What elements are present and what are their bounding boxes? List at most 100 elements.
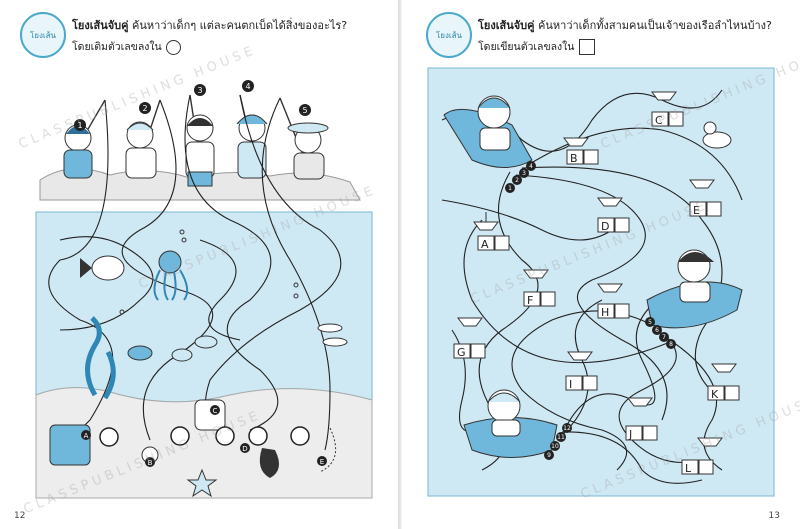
boat-maze-illustration: A B C D E F G H I J K L 1 2 3 4 5 6 7 8 [427,67,775,497]
paper-boat-f: F [523,269,556,307]
rope-number-labels: 1 2 3 4 5 6 7 8 9 10 11 12 [508,163,673,459]
treasure-chest [49,424,91,466]
boat-kid-top [443,95,533,168]
striped-fish [80,255,125,281]
title-bold: โยงเส้นจับคู่ [72,19,129,32]
rope-number-11: 11 [557,434,565,441]
answer-box-icon [578,39,595,55]
sea-creatures [80,250,348,400]
treasure-letter-labels: A B C D E [84,407,325,467]
treasure-letter-d: D [242,445,247,453]
answer-circle-icon [165,39,181,55]
book-gutter [398,0,402,529]
boat-kid-middle [646,249,743,329]
boat-letter-a: A [481,238,489,251]
rope-number-3: 3 [522,170,526,177]
rope-number-4: 4 [529,163,533,170]
fisher-number-1: 1 [77,121,82,130]
kid-4 [236,114,268,179]
left-page: โยงเส้น โยงเส้นจับคู่ ค้นหาว่าเด็กๆ แต่ล… [0,0,398,529]
title-bold: โยงเส้นจับคู่ [478,19,535,32]
rope-number-9: 9 [547,452,551,459]
fish-group [127,323,348,362]
rope-number-7: 7 [662,334,666,341]
treasure-letter-b: B [148,459,153,467]
rope-number-6: 6 [655,327,659,334]
boat-letter-g: G [457,346,466,359]
seabed-items [49,399,337,498]
instruction-text: โดยเขียนตัวเลขลงใน [478,41,575,53]
activity-badge: โยงเส้น [426,12,472,58]
boat-letter-l: L [685,462,692,475]
boat-letter-f: F [527,294,533,307]
fishing-kids [63,114,329,187]
kid-5 [287,122,329,180]
bubbles [119,229,299,315]
paper-boat-e: E [689,179,722,217]
treasure-letter-e: E [320,458,324,466]
title-question: ค้นหาว่าเด็กๆ แต่ละคนตกเบ็ดได้สิ่งของอะไ… [132,19,348,32]
instruction: โดยเติมตัวเลขลงใน [72,38,181,55]
paper-boat-k: K [707,363,740,401]
boot [259,448,279,478]
treasure-letter-a: A [84,432,89,440]
seaweed [85,316,116,400]
instruction: โดยเขียนตัวเลขลงใน [478,38,595,55]
boat-letter-e: E [693,204,700,217]
page-title: โยงเส้นจับคู่ ค้นหาว่าเด็กๆ แต่ละคนตกเบ็… [72,16,347,34]
kid-1 [63,124,93,179]
title-question: ค้นหาว่าเด็กทั้งสามคนเป็นเจ้าของเรือลำไห… [538,19,772,32]
boat-letter-b: B [570,152,578,165]
octopus [153,250,189,301]
kid-2 [125,121,157,179]
activity-badge: โยงเส้น [20,12,66,58]
page-number: 12 [14,511,26,521]
maze-lines [441,89,743,484]
paper-boat-b: B [563,137,599,165]
rope-number-2: 2 [515,177,519,184]
maze-lines [48,94,342,451]
paper-boats: A B C D E F G H I J K L [453,91,740,475]
boat-letter-c: C [655,114,663,127]
paper-boat-d: D [597,197,630,233]
necklace [319,427,337,473]
badge-label: โยงเส้น [436,30,462,40]
fisher-number-3: 3 [197,86,202,95]
fisher-number-badges [74,80,311,131]
answer-circles [99,426,310,447]
rope-number-12: 12 [563,425,571,432]
treasure-letter-c: C [213,407,218,415]
starfish [186,468,218,498]
rope-number-1: 1 [508,185,512,192]
boat-letter-k: K [711,388,719,401]
right-page: โยงเส้น โยงเส้นจับคู่ ค้นหาว่าเด็กทั้งสา… [402,0,800,529]
paper-boat-i: I [565,351,598,391]
fishing-maze-illustration: 1 2 3 4 5 [35,80,373,499]
fisher-number-2: 2 [142,104,147,113]
instruction-text: โดยเติมตัวเลขลงใน [72,41,162,53]
paper-boat-c: C [651,91,684,127]
kid-3 [185,114,215,187]
fisher-number-labels: 1 2 3 4 5 [77,82,307,130]
boat-kid-bottom [463,389,558,458]
treasure-letter-badges [81,405,327,467]
fisher-number-5: 5 [302,106,307,115]
paper-boat-h: H [597,283,630,319]
rope-number-10: 10 [551,443,559,450]
duck [702,121,732,149]
paper-boat-a: A [473,212,510,251]
boat-letter-j: J [628,428,632,441]
rope-number-8: 8 [669,341,673,348]
boat-letter-i: I [569,378,572,391]
paper-boat-l: L [681,437,723,475]
page-title: โยงเส้นจับคู่ ค้นหาว่าเด็กทั้งสามคนเป็นเ… [478,16,772,34]
rope-number-5: 5 [648,319,652,326]
fisher-number-4: 4 [245,82,250,91]
paper-boat-g: G [453,317,486,359]
page-number: 13 [768,511,780,521]
boat-letter-d: D [601,220,609,233]
badge-label: โยงเส้น [30,30,56,40]
paper-boat-j: J [625,397,658,441]
rope-number-badges [505,161,676,460]
boat-letter-h: H [601,306,609,319]
